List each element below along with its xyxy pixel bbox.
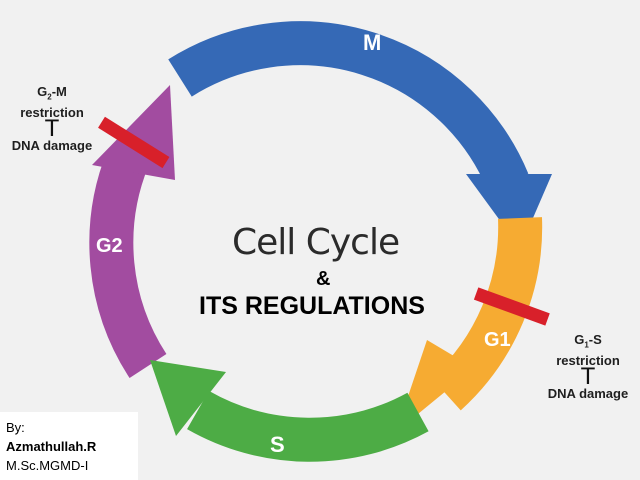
g1s-phase-name: G1-S: [574, 332, 602, 350]
g1s-restriction-label: G1-S restriction T DNA damage: [538, 332, 638, 401]
author-name: Azmathullah.R: [6, 439, 97, 454]
g1s-checkpoint-bar: [473, 287, 550, 326]
phase-label-g2: G2: [96, 235, 123, 257]
g2m-restriction-word: restriction: [20, 104, 84, 120]
slide-title: Cell Cycle: [232, 222, 400, 263]
author-box: By: Azmathullah.R M.Sc.MGMD-I: [0, 412, 138, 480]
phase-label-m: M: [363, 30, 381, 55]
g1s-restriction-word: restriction: [556, 352, 620, 368]
g2m-inhibition-symbol: T: [44, 114, 60, 142]
m-arrow: [168, 21, 529, 191]
s-arrowhead: [150, 360, 226, 436]
s-arrow: [187, 390, 429, 462]
g2m-dna-damage: DNA damage: [11, 137, 93, 153]
slide-subtitle: ITS REGULATIONS: [199, 292, 425, 320]
m-arrowhead: [466, 174, 552, 248]
g2m-phase-name: G2-M: [37, 84, 67, 102]
ampersand: &: [316, 268, 331, 290]
author-by: By:: [6, 420, 25, 435]
g1s-dna-damage: DNA damage: [547, 385, 629, 401]
phase-label-s: S: [270, 432, 285, 457]
author-degree: M.Sc.MGMD-I: [6, 458, 89, 473]
g2m-checkpoint-bar: [98, 116, 170, 169]
g2m-restriction-label: G2-M restriction T DNA damage: [2, 84, 102, 153]
g2-arrow: [89, 149, 167, 379]
phase-label-g1: G1: [484, 329, 511, 351]
g1s-inhibition-symbol: T: [580, 362, 596, 390]
